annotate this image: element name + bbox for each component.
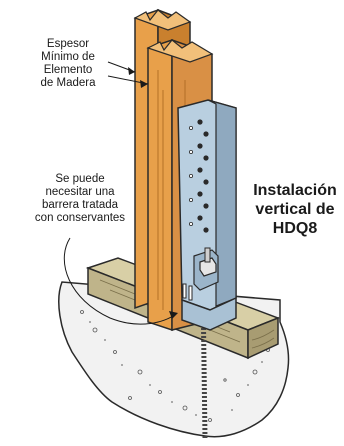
thickness-label-line2: Mínimo de (41, 51, 95, 63)
thickness-label-line3: Elemento (43, 64, 93, 76)
barrier-label-line3: barrera tratada (41, 199, 119, 211)
thickness-label-line1: Espesor (46, 38, 90, 50)
leader-lines (63, 61, 178, 325)
barrier-label-line2: necesitar una (45, 186, 115, 198)
title-line3: HDQ8 (272, 220, 318, 237)
title-line2: vertical de (255, 201, 335, 218)
title-line1: Instalación (253, 182, 337, 199)
thickness-label-line4: de Madera (40, 77, 96, 89)
hdq8-bracket (177, 99, 237, 331)
barrier-callout: Se puede necesitar una barrera tratada c… (24, 173, 136, 225)
thickness-callout: Espesor Mínimo de Elemento de Madera (28, 38, 108, 90)
barrier-label-line1: Se puede (55, 173, 105, 185)
barrier-label-line4: con conservantes (34, 212, 126, 224)
installation-title: Instalación vertical de HDQ8 (246, 181, 344, 238)
